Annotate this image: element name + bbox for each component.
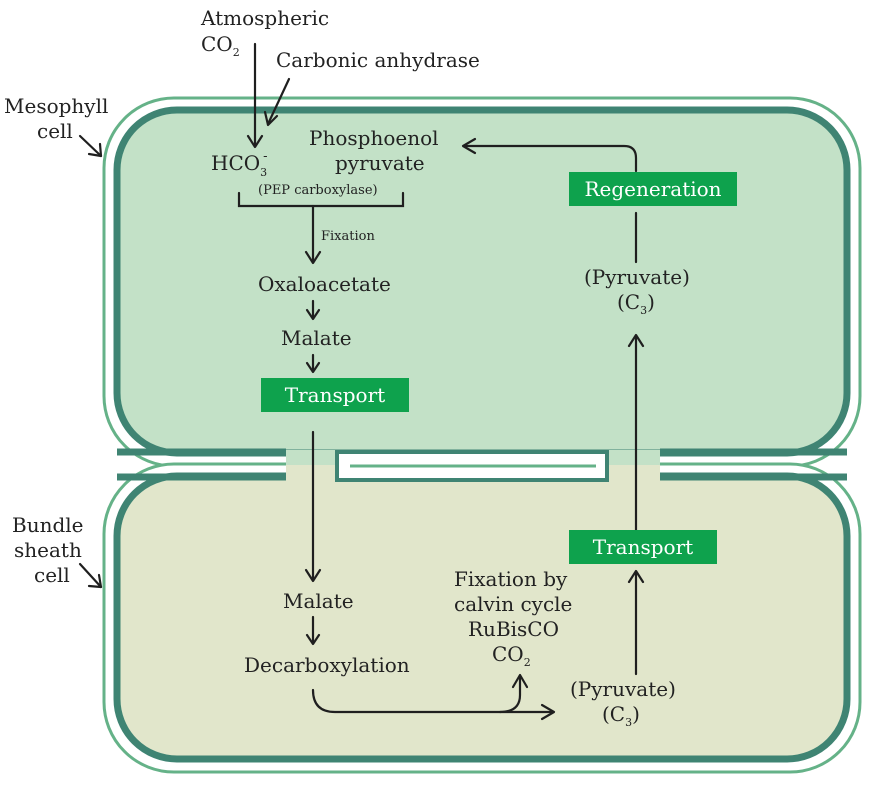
fixation-bracket-arrow [237, 191, 405, 265]
atmospheric-co2-line2: CO2 [201, 32, 240, 59]
malate-to-decarboxylation-arrow [305, 615, 321, 646]
calvin-line2: calvin cycle [454, 592, 572, 616]
mesophyll-cell-label-line2: cell [37, 119, 73, 143]
bundle-sheath-label-line2: sheath [14, 538, 82, 562]
c3-bottom-label: (C3) [602, 702, 640, 729]
pyruvate-up-arrow-bottom [627, 569, 645, 676]
mesophyll-pointer-arrow [78, 134, 103, 158]
calvin-line1: Fixation by [454, 567, 568, 591]
carbonic-anhydrase-label: Carbonic anhydrase [276, 48, 480, 72]
bundle-sheath-label-line1: Bundle [12, 513, 84, 537]
malate-top-label: Malate [281, 326, 352, 350]
pyruvate-up-arrow-top [627, 333, 645, 532]
bundle-sheath-label-line3: cell [34, 563, 70, 587]
decarboxylation-label: Decarboxylation [244, 653, 410, 677]
oxaloacetate-label: Oxaloacetate [258, 272, 391, 296]
pyruvate-top-label: (Pyruvate) [584, 265, 690, 289]
calvin-line3: RuBisCO [468, 617, 559, 641]
hco3-label: HCO3- [211, 149, 268, 179]
mesophyll-cell-label-line1: Mesophyll [4, 94, 108, 118]
oxaloacetate-to-malate-arrow [305, 299, 321, 321]
fixation-label: Fixation [321, 229, 375, 244]
transport-top-box: Transport [261, 378, 409, 412]
transport-top-label: Transport [285, 383, 385, 407]
transport-bottom-label: Transport [593, 535, 693, 559]
transport-bottom-box: Transport [569, 530, 717, 564]
atmospheric-co2-line1: Atmospheric [200, 6, 329, 30]
carbonic-anhydrase-arrow [263, 77, 291, 127]
malate-bottom-label: Malate [283, 589, 354, 613]
pep-carboxylase-label: (PEP carboxylase) [258, 183, 378, 198]
malate-to-transport-arrow [305, 353, 321, 374]
transport-to-malate-arrow [304, 430, 322, 583]
pyruvate-bottom-label: (Pyruvate) [570, 677, 676, 701]
regeneration-to-pep-arrow [461, 137, 638, 173]
pep-label-line2: pyruvate [335, 151, 425, 175]
decarboxylation-to-pyruvate-arrow [311, 688, 556, 721]
plasmodesmata-junction [117, 448, 847, 482]
co2-to-hco3-arrow [246, 42, 264, 149]
regeneration-label: Regeneration [584, 177, 721, 201]
pep-label-line1: Phosphoenol [309, 126, 439, 150]
regeneration-box: Regeneration [569, 172, 737, 206]
calvin-co2: CO2 [492, 642, 531, 669]
bundle-sheath-pointer-arrow [78, 562, 103, 589]
c3-top-label: (C3) [617, 290, 655, 317]
co2-release-arrow [498, 673, 529, 714]
